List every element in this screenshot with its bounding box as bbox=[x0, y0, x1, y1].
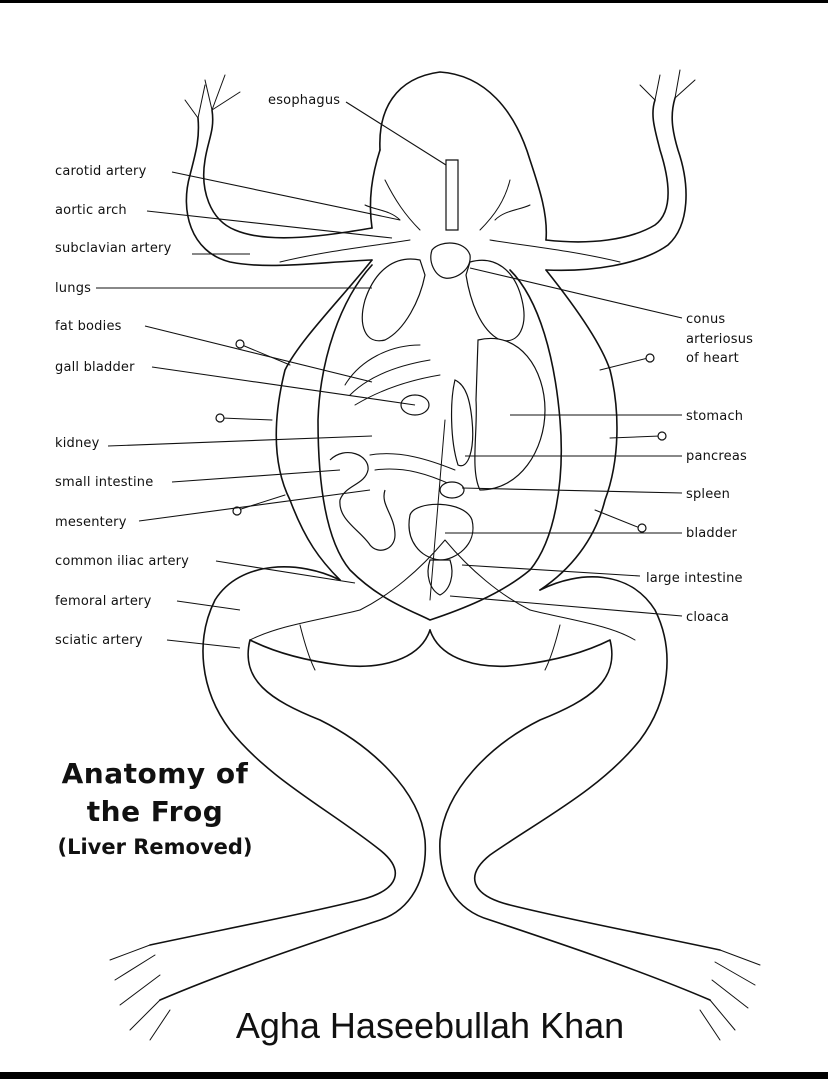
lung-left bbox=[361, 258, 426, 342]
title-line-2: the Frog bbox=[86, 795, 224, 828]
label-stomach: stomach bbox=[686, 409, 743, 424]
label-carotid-artery: carotid artery bbox=[55, 164, 147, 179]
label-bladder: bladder bbox=[686, 526, 738, 541]
label-mesentery: mesentery bbox=[55, 515, 127, 530]
label-aortic-arch: aortic arch bbox=[55, 203, 127, 218]
label-lungs: lungs bbox=[55, 281, 91, 296]
bottom-border bbox=[0, 1072, 828, 1079]
label-kidney: kidney bbox=[55, 436, 100, 451]
label-femoral-artery: femoral artery bbox=[55, 594, 152, 609]
label-subclavian-artery: subclavian artery bbox=[55, 241, 172, 256]
leader-lines bbox=[96, 101, 683, 649]
label-small-intestine: small intestine bbox=[55, 475, 153, 490]
label-common-iliac-artery: common iliac artery bbox=[55, 554, 189, 569]
labels-left: esophagus carotid artery aortic arch sub… bbox=[55, 93, 340, 648]
label-esophagus: esophagus bbox=[268, 93, 340, 108]
title-line-1: Anatomy of bbox=[61, 757, 249, 790]
top-border bbox=[0, 0, 828, 3]
label-large-intestine: large intestine bbox=[646, 571, 743, 586]
label-sciatic-artery: sciatic artery bbox=[55, 633, 143, 648]
author-name: Agha Haseebullah Khan bbox=[235, 1005, 625, 1046]
title-subtitle: (Liver Removed) bbox=[57, 835, 253, 859]
lung-right bbox=[465, 259, 525, 342]
label-gall-bladder: gall bladder bbox=[55, 360, 135, 375]
frog-body-outline bbox=[109, 69, 761, 1041]
label-conus-line-3: of heart bbox=[686, 351, 739, 366]
label-conus-line-1: conus bbox=[686, 312, 725, 327]
label-conus-line-2: arteriosus bbox=[686, 332, 753, 347]
internal-organs bbox=[249, 159, 636, 671]
label-spleen: spleen bbox=[686, 487, 730, 502]
label-cloaca: cloaca bbox=[686, 610, 729, 625]
label-fat-bodies: fat bodies bbox=[55, 319, 122, 334]
label-pancreas: pancreas bbox=[686, 449, 747, 464]
labels-right: conus arteriosus of heart stomach pancre… bbox=[646, 312, 753, 625]
diagram-title: Anatomy of the Frog (Liver Removed) bbox=[40, 755, 270, 863]
